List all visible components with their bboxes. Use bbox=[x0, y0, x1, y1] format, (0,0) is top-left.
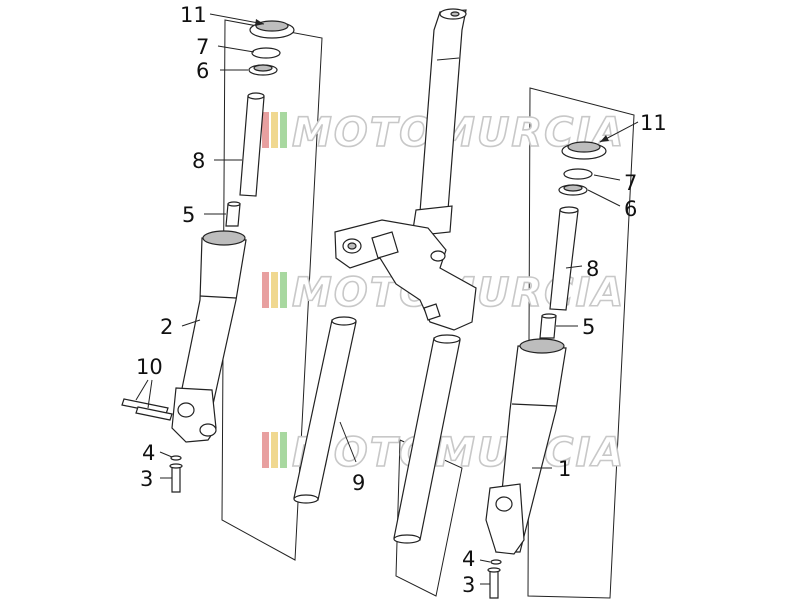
callout-right-6: 6 bbox=[624, 197, 637, 221]
right-dust-seal-11 bbox=[561, 141, 607, 160]
right-fork-leg-1 bbox=[485, 338, 567, 555]
left-dust-seal-11 bbox=[249, 20, 295, 39]
callout-left-6: 6 bbox=[196, 59, 209, 83]
callout-left-5: 5 bbox=[182, 203, 195, 227]
left-axle-bolts-10 bbox=[121, 398, 173, 421]
right-bushing-5 bbox=[539, 313, 557, 339]
callout-left-10: 10 bbox=[136, 355, 163, 379]
callout-right-3: 3 bbox=[462, 573, 475, 597]
right-oil-seal-6 bbox=[558, 184, 588, 196]
callout-left-2: 2 bbox=[160, 315, 173, 339]
callout-center-9: 9 bbox=[352, 471, 365, 495]
watermark-bottom: MOTOMURCIA bbox=[262, 429, 625, 477]
center-lower-tube bbox=[393, 334, 461, 544]
callout-right-8: 8 bbox=[586, 257, 599, 281]
callout-left-4: 4 bbox=[142, 441, 155, 465]
callout-left-3: 3 bbox=[140, 467, 153, 491]
left-bushing-5 bbox=[225, 201, 241, 227]
left-oil-seal-6 bbox=[248, 64, 278, 76]
center-fork-tube-9 bbox=[293, 316, 357, 504]
left-circlip-7 bbox=[251, 47, 281, 59]
callout-left-8: 8 bbox=[192, 149, 205, 173]
right-circlip-7 bbox=[563, 168, 593, 180]
left-fork-leg-2 bbox=[171, 230, 247, 443]
callout-right-1: 1 bbox=[558, 457, 571, 481]
lower-triple-clamp bbox=[334, 219, 477, 331]
callout-right-5: 5 bbox=[582, 315, 595, 339]
leader-lines bbox=[135, 13, 639, 585]
callout-right-7: 7 bbox=[624, 171, 637, 195]
callout-right-4: 4 bbox=[462, 547, 475, 571]
watermark-text: MOTOMURCIA bbox=[292, 430, 625, 476]
callout-left-11: 11 bbox=[180, 3, 207, 27]
right-inner-tube-8 bbox=[549, 206, 579, 311]
callout-left-7: 7 bbox=[196, 35, 209, 59]
right-bolt-3 bbox=[487, 567, 501, 599]
callout-right-11: 11 bbox=[640, 111, 667, 135]
steering-column bbox=[411, 8, 467, 237]
left-washer-4 bbox=[170, 455, 182, 461]
right-washer-4 bbox=[490, 559, 502, 565]
left-bolt-3 bbox=[169, 463, 183, 493]
left-inner-tube-8 bbox=[239, 92, 265, 197]
